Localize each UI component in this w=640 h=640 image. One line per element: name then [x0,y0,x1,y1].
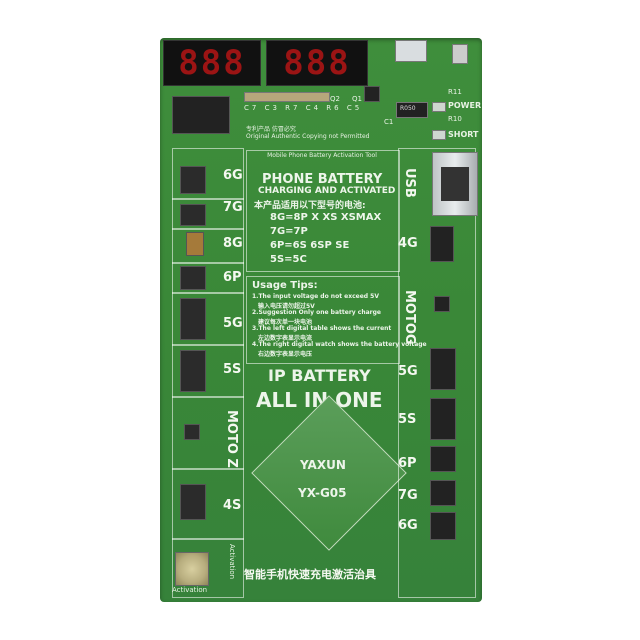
connector-motog[interactable] [434,296,450,312]
label-c5: C5 [346,104,363,112]
cn-supported-models: 本产品适用以下型号的电池: [254,201,366,211]
connector-5s-left[interactable] [180,350,206,392]
label-r7: R7 [285,104,301,112]
right-slot-7g: 7G [398,488,418,503]
label-c7: C7 [244,104,260,112]
left-slot-8g: 8G [223,236,243,251]
slot-divider [172,292,244,294]
right-slot-5g: 5G [398,364,418,379]
model-6p: 6P=6S 6SP SE [270,240,350,251]
connector-7g-left[interactable] [180,204,206,226]
connector-4g-right[interactable] [430,226,454,262]
connector-6p-right[interactable] [430,446,456,472]
usage-panel [246,276,400,364]
left-slot-6g: 6G [223,168,243,183]
left-slot-5g: 5G [223,316,243,331]
usage-line-3: 2.Suggestion Only one battery charge [252,309,381,316]
motog-label: MOTOG [402,290,417,345]
tool-title: Mobile Phone Battery Activation Tool [267,152,377,159]
center-info-panel [246,150,400,272]
left-column [172,148,244,598]
heading-phone-battery: PHONE BATTERY [262,172,383,187]
moto-z-label: MOTO Z [224,410,239,468]
component-labels: C7 C3 R7 C4 R6 C5 [244,104,362,112]
connector-8g-left[interactable] [186,232,204,256]
connector-4s-left[interactable] [180,484,206,520]
label-c3: C3 [264,104,280,112]
right-slot-5s: 5S [398,412,417,427]
right-slot-4g: 4G [398,236,418,251]
usb-label: USB [402,168,417,198]
model-5s: 5S=5C [270,254,307,265]
model-8g: 8G=8P X XS XSMAX [270,212,382,223]
label-c4: C4 [305,104,322,112]
connector-5g-left[interactable] [180,298,206,340]
usage-line-1: 1.The input voltage do not exceed 5V [252,293,379,300]
label-c1: C1 [384,118,394,126]
slot-divider [172,198,244,200]
label-r10: R10 [448,115,462,123]
usage-line-4: 建议每次单一块电池 [258,319,313,326]
ip-battery-line1: IP BATTERY [268,366,371,385]
usage-line-5: 3.The left digital table shows the curre… [252,325,392,332]
micro-usb-port[interactable] [395,40,427,62]
left-slot-5s: 5S [223,362,242,377]
slot-divider [172,396,244,398]
pad-top-right [452,44,468,64]
voltage-display: 888 [266,40,368,86]
slot-divider [172,228,244,230]
heading-charging: CHARGING AND ACTIVATED [258,186,396,196]
connector-6p-left[interactable] [180,266,206,290]
label-power: POWER [448,101,482,110]
left-slot-4s: 4S [223,498,242,513]
voltage-display-digits: 888 [283,43,351,83]
connector-5g-right[interactable] [430,348,456,390]
connector-6g-right[interactable] [430,512,456,540]
connector-motoz[interactable] [184,424,200,440]
current-display-digits: 888 [178,43,246,83]
connector-5s-right[interactable] [430,398,456,440]
brand-line2: YX-G05 [298,486,347,500]
usage-line-7: 4.The right digital watch shows the batt… [252,341,427,348]
brand-line1: YAXUN [300,458,346,472]
bottom-cn-title: 智能手机快速充电激活治具 [244,568,376,581]
copyright-cn: 专利产品 仿冒必究 [246,126,296,133]
right-slot-6g: 6G [398,518,418,533]
smd-row [244,92,330,102]
ic-chip [172,96,230,134]
label-r050: R050 [400,105,416,112]
usage-line-8: 右边数字表显示电压 [258,351,313,358]
left-slot-6p: 6P [223,270,242,285]
right-column [398,148,476,598]
usage-line-2: 输入电压请勿超过5V [258,303,315,310]
activation-vertical-label: Activation [228,544,236,580]
label-r11: R11 [448,88,462,96]
activation-button[interactable] [175,552,209,586]
label-short: SHORT [448,130,479,139]
short-led [432,130,446,140]
current-display: 888 [163,40,261,86]
usage-line-6: 左边数字表显示电流 [258,335,313,342]
usage-title: Usage Tips: [252,280,318,291]
slot-divider [172,262,244,264]
slot-divider [172,468,244,470]
right-slot-6p: 6P [398,456,417,471]
model-7g: 7G=7P [270,226,308,237]
q1-transistor [364,86,380,102]
slot-divider [172,538,244,540]
connector-7g-right[interactable] [430,480,456,506]
connector-6g-left[interactable] [180,166,206,194]
r050-resistor: R050 [396,102,428,118]
activation-label: Activation [172,586,208,594]
label-q2: Q2 [330,95,340,103]
left-slot-7g: 7G [223,200,243,215]
slot-divider [172,344,244,346]
label-r6: R6 [326,104,342,112]
label-q1: Q1 [352,95,362,103]
copyright-en: Original Authentic Copying not Permitted [246,133,370,140]
power-led [432,102,446,112]
usb-port[interactable] [432,152,478,216]
